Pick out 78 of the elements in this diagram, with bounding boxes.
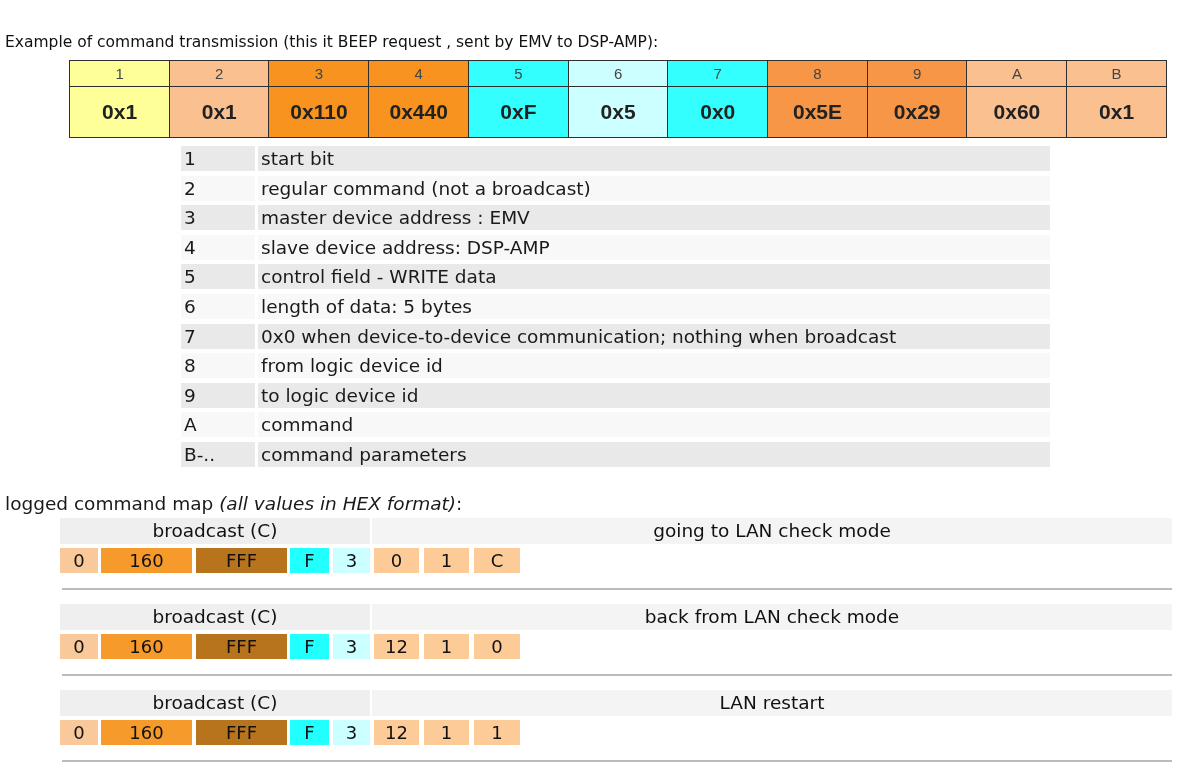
hex-value: 1 (424, 548, 469, 573)
field-column (168, 60, 270, 138)
field-column (866, 60, 968, 138)
field-description: control field - WRITE data (258, 264, 1050, 290)
field-description: start bit (258, 146, 1050, 171)
hex-value: 160 (101, 548, 192, 573)
field-column (567, 60, 669, 138)
hex-value: 3 (333, 548, 370, 573)
field-index: 7 (181, 323, 255, 349)
command-type-bar: broadcast (C) (60, 604, 370, 630)
field-description: from logic device id (258, 353, 1050, 379)
hex-value: 0x110 (289, 99, 349, 125)
hex-value: 0xF (499, 99, 538, 125)
hex-value: 1 (424, 634, 469, 659)
field-index: 6 (181, 294, 255, 319)
hex-value: 0x29 (892, 99, 942, 125)
hex-value: FFF (196, 548, 287, 573)
hex-value: 0 (60, 720, 98, 745)
field-index: 9 (181, 382, 255, 408)
field-column (1066, 60, 1168, 138)
hex-value: C (474, 548, 520, 573)
hex-value: 3 (333, 634, 370, 659)
hex-value: 160 (101, 720, 192, 745)
hex-value: 0 (374, 548, 419, 573)
command-type-bar: broadcast (C) (60, 690, 370, 716)
hex-value: 0 (60, 548, 98, 573)
field-column (268, 60, 370, 138)
hex-value: 1 (474, 720, 520, 745)
hex-value: 0x1 (200, 99, 238, 125)
hex-value: 12 (374, 720, 419, 745)
hex-value: 1 (424, 720, 469, 745)
field-index: 2 (181, 175, 255, 201)
diagram-title: Example of command transmission (this it BEEP request , sent by EMV to DSP-AMP): (5, 32, 659, 52)
hex-value: 0x1 (1098, 99, 1136, 125)
field-column (467, 60, 569, 138)
field-index: 8 (181, 353, 255, 379)
hex-value: 0 (474, 634, 520, 659)
field-column (69, 60, 171, 138)
hex-value: F (290, 634, 329, 659)
hex-value: FFF (196, 720, 287, 745)
command-description-bar: LAN restart (372, 690, 1172, 716)
field-index: 4 (181, 234, 255, 260)
field-description: command parameters (258, 442, 1050, 467)
hex-value: 0x0 (699, 99, 737, 125)
field-index: 3 (181, 205, 255, 231)
hex-value: 0x440 (388, 99, 449, 125)
field-column (966, 60, 1068, 138)
hex-value: F (290, 548, 329, 573)
command-type-bar: broadcast (C) (60, 518, 370, 544)
field-description: 0x0 when device-to-device communication; nothing when broadcast (258, 323, 1050, 349)
field-description: master device address : EMV (258, 205, 1050, 231)
command-description-bar: back from LAN check mode (372, 604, 1172, 630)
hex-value: 0x1 (101, 99, 139, 125)
field-description: length of data: 5 bytes (258, 294, 1050, 319)
field-description: to logic device id (258, 382, 1050, 408)
field-index: 5 (181, 264, 255, 290)
field-index: B-.. (181, 442, 255, 467)
hex-value: 0x5 (599, 99, 637, 125)
field-number: B (1067, 61, 1167, 87)
hex-value: 3 (333, 720, 370, 745)
hex-value: 0x5E (791, 99, 843, 125)
field-description: slave device address: DSP-AMP (258, 234, 1050, 260)
field-column (667, 60, 769, 138)
field-description: command (258, 412, 1050, 438)
field-number: 5 (468, 61, 568, 87)
hex-value: 0x60 (992, 99, 1042, 125)
hex-value: 12 (374, 634, 419, 659)
field-index: A (181, 412, 255, 438)
command-description-bar: going to LAN check mode (372, 518, 1172, 544)
section-heading: logged command map (all values in HEX format): (5, 493, 463, 515)
field-column (368, 60, 470, 138)
hex-value: 160 (101, 634, 192, 659)
field-index: 1 (181, 146, 255, 171)
hex-value: 0 (60, 634, 98, 659)
hex-value: FFF (196, 634, 287, 659)
field-column (766, 60, 869, 138)
field-description: regular command (not a broadcast) (258, 175, 1050, 201)
hex-value: F (290, 720, 329, 745)
